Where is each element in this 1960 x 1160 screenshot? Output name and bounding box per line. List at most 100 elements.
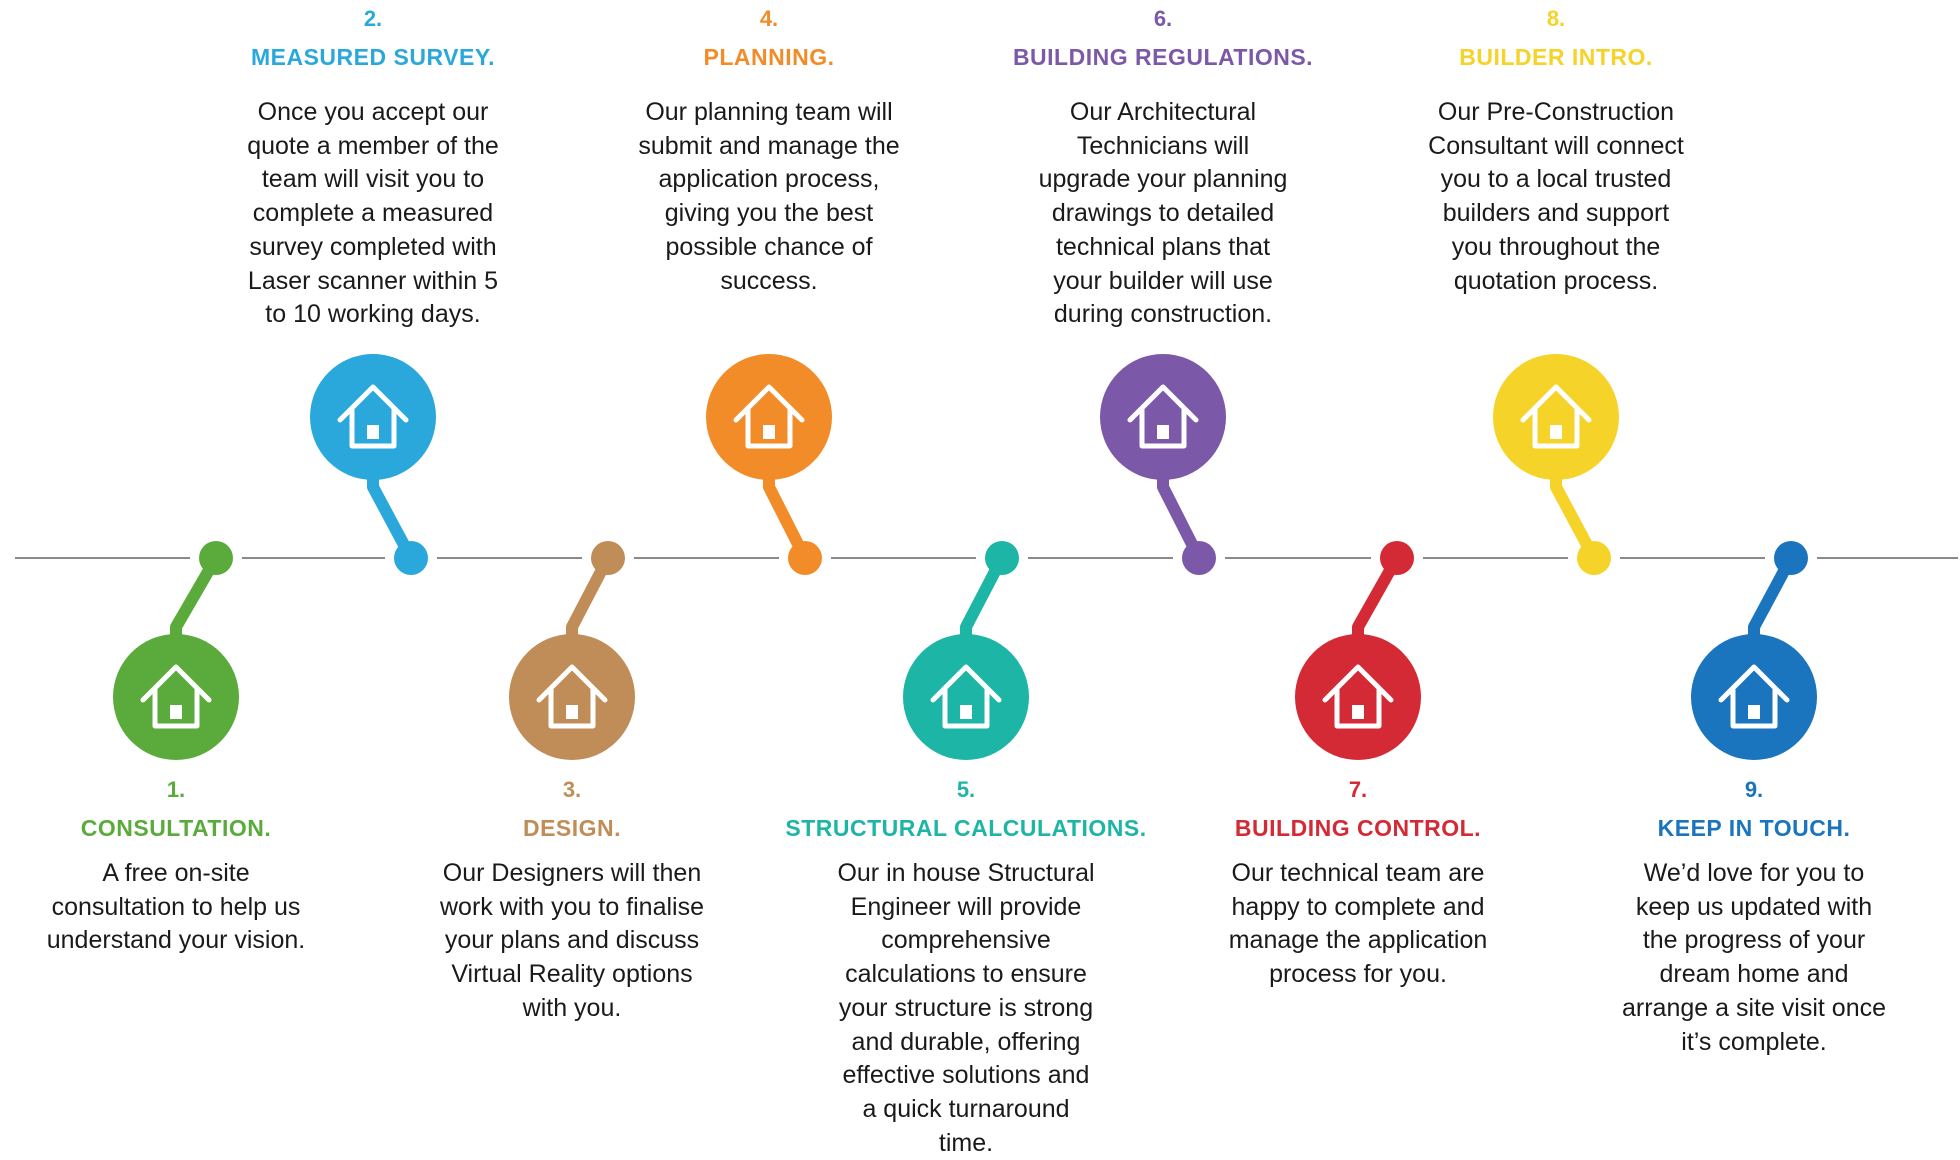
step-description-line: a quick turnaround [862,1094,1070,1123]
step-description-line: success. [720,266,818,295]
step-circle [1691,634,1817,760]
step-title: CONSULTATION. [80,815,272,841]
step-description-line: Our Pre-Construction [1437,98,1675,126]
step-description-line: complete a measured [252,199,494,228]
step-node-7 [1295,541,1421,760]
step-description-line: arrange a site visit once [1621,993,1887,1022]
step-description-line: calculations to ensure [845,960,1087,989]
house-icon [140,664,212,729]
step-description: Our Designers will then work with you to … [422,857,722,1026]
step-dot [1380,541,1414,575]
step-description-line: dream home and [1659,960,1849,989]
house-icon [733,384,805,449]
step-description-line: team will visit you to [261,165,485,194]
step-description-line: quotation process. [1453,266,1659,295]
step-node-1 [113,541,239,760]
step-description-line: technical plans that [1055,232,1271,261]
house-icon [536,664,608,729]
step-dot [985,541,1019,575]
step-dot [1182,541,1216,575]
step-description-line: upgrade your planning [1038,165,1288,194]
step-description: We’d love for you to keep us updated with… [1604,857,1904,1059]
house-icon [1718,664,1790,729]
step-description-line: you to a local trusted [1440,165,1672,194]
step-description-line: application process, [658,165,880,194]
step-title: STRUCTURAL CALCULATIONS. [785,815,1147,841]
step-number: 5. [956,777,976,802]
step-description-line: Laser scanner within 5 [247,266,499,295]
house-icon [1322,664,1394,729]
step-number: 3. [562,777,582,802]
step-description-line: you throughout the [1451,232,1661,261]
step-description-line: Our planning team will [645,98,893,126]
step-title: BUILDING CONTROL. [1234,815,1482,841]
step-number: 7. [1348,777,1368,802]
timeline-nodes [113,354,1817,760]
step-description-line: time. [938,1128,994,1157]
step-node-5 [903,541,1029,760]
step-description-line: We’d love for you to [1643,859,1865,887]
step-description-line: Our technical team are [1231,859,1485,887]
step-dot [1774,541,1808,575]
step-title: DESIGN. [522,815,622,841]
step-description-line: Our in house Structural [837,859,1095,887]
step-dot [788,541,822,575]
step-description: Once you accept our quote a member of the… [223,96,523,332]
step-dot [394,541,428,575]
step-title: PLANNING. [703,44,835,70]
step-node-9 [1691,541,1817,760]
step-description-line: Our Designers will then [442,859,702,887]
step-description-line: Virtual Reality options [451,960,693,989]
step-description-line: during construction. [1053,300,1273,329]
step-circle [1100,354,1226,480]
house-icon [1520,384,1592,449]
step-description-line: your builder will use [1053,266,1273,295]
step-description-line: Technicians will [1076,131,1250,160]
step-dot [591,541,625,575]
step-node-4 [706,354,832,575]
step-number: 4. [759,6,779,31]
step-description-line: quote a member of the [247,131,499,160]
step-description-line: comprehensive [881,926,1051,955]
step-description-line: process for you. [1269,960,1447,989]
step-description-line: Once you accept our [257,98,489,126]
step-number: 1. [166,777,186,802]
step-dot [1577,541,1611,575]
step-node-8 [1493,354,1619,575]
step-title: BUILDING REGULATIONS. [1012,44,1314,70]
step-description-line: work with you to finalise [439,892,704,921]
step-description-line: A free on-site [102,859,250,887]
step-description-line: with you. [522,993,622,1022]
step-description-line: effective solutions and [842,1061,1090,1090]
step-description-line: drawings to detailed [1051,199,1275,228]
step-number: 6. [1153,6,1173,31]
step-description-line: possible chance of [665,232,873,261]
step-description-line: the progress of your [1642,926,1866,955]
step-node-2 [310,354,436,575]
step-description-line: Consultant will connect [1428,131,1684,160]
step-description-line: and durable, offering [851,1027,1081,1056]
step-description-line: builders and support [1442,199,1670,228]
step-circle [903,634,1029,760]
step-circle [706,354,832,480]
step-number: 9. [1744,777,1764,802]
step-description-line: consultation to help us [51,892,301,921]
step-dot [199,541,233,575]
step-description-line: survey completed with [249,232,497,261]
step-circle [1493,354,1619,480]
step-circle [113,634,239,760]
step-title: MEASURED SURVEY. [250,44,496,70]
house-icon [1127,384,1199,449]
step-title: KEEP IN TOUCH. [1657,815,1851,841]
step-description-line: keep us updated with [1635,892,1873,921]
step-node-3 [509,541,635,760]
step-description-line: it’s complete. [1681,1027,1827,1056]
step-number: 8. [1546,6,1566,31]
house-icon [337,384,409,449]
step-number: 2. [363,6,383,31]
